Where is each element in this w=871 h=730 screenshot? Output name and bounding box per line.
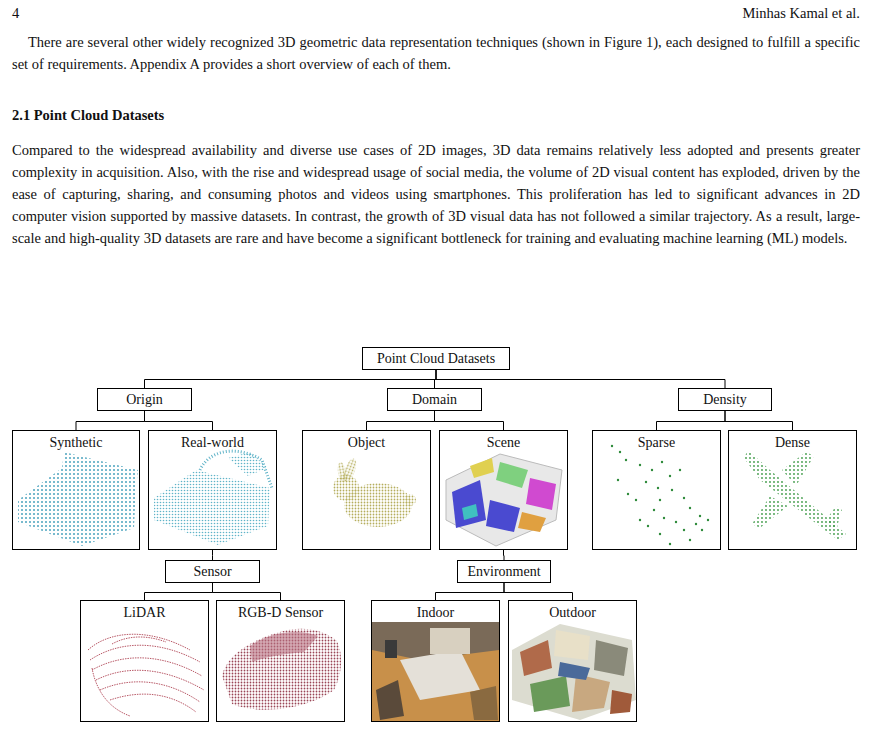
tree-connector — [76, 411, 145, 430]
example-box: Sparse — [592, 430, 721, 550]
tree-connector — [657, 411, 726, 430]
body-paragraph: There are several other widely recognize… — [12, 31, 860, 75]
node-label: Object — [303, 435, 430, 451]
node-label: Point Cloud Datasets — [363, 351, 509, 367]
node-label: Outdoor — [509, 605, 636, 621]
example-box: Indoor — [371, 600, 500, 722]
example-box: LiDAR — [80, 600, 209, 722]
example-box: Dense — [728, 430, 857, 550]
category-box: Density — [678, 388, 772, 411]
node-label: LiDAR — [81, 605, 208, 621]
tree-connector — [436, 583, 505, 600]
example-box: RGB-D Sensor — [216, 600, 345, 722]
node-label: RGB-D Sensor — [217, 605, 344, 621]
category-box: Point Cloud Datasets — [362, 347, 510, 370]
example-box: Synthetic — [12, 430, 140, 550]
tree-connector — [145, 370, 437, 388]
node-label: Sensor — [166, 564, 259, 580]
example-box: Outdoor — [508, 600, 637, 722]
tree-connector — [725, 411, 793, 430]
node-label: Indoor — [372, 605, 499, 621]
node-label: Scene — [440, 435, 567, 451]
tree-connector — [436, 370, 725, 388]
tree-connector — [145, 583, 213, 600]
node-label: Synthetic — [13, 435, 139, 451]
running-header: 4 — [12, 2, 19, 24]
node-label: Domain — [388, 392, 481, 408]
example-box: Real-world — [148, 430, 277, 550]
tree-connector — [503, 550, 505, 560]
category-box: Sensor — [165, 560, 260, 583]
category-box: Domain — [387, 388, 482, 411]
section-heading: 2.1 Point Cloud Datasets — [12, 104, 164, 126]
node-label: Dense — [729, 435, 856, 451]
node-label: Origin — [98, 392, 191, 408]
example-box: Scene — [439, 430, 568, 550]
node-label: Sparse — [593, 435, 720, 451]
tree-connector — [367, 411, 435, 430]
example-box: Object — [302, 430, 431, 550]
body-paragraph: Compared to the widespread availability … — [12, 139, 860, 249]
tree-connector — [504, 583, 573, 600]
tree-connector — [435, 411, 504, 430]
running-header: Minhas Kamal et al. — [742, 2, 860, 24]
tree-connector — [212, 550, 213, 560]
tree-connector — [145, 411, 213, 430]
node-label: Real-world — [149, 435, 276, 451]
category-box: Environment — [457, 560, 551, 583]
tree-connector — [213, 583, 281, 600]
node-label: Environment — [458, 564, 550, 580]
tree-connector — [435, 370, 437, 388]
category-box: Origin — [97, 388, 192, 411]
node-label: Density — [679, 392, 771, 408]
